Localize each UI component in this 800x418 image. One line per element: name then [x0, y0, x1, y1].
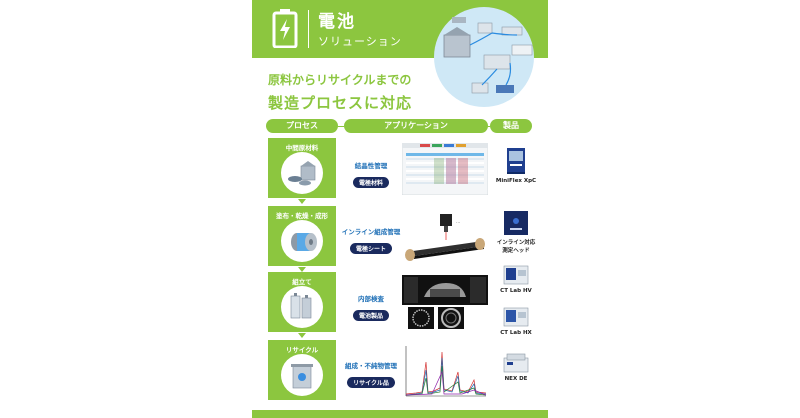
application-label: インライン組成管理 電極シート [336, 226, 406, 255]
process-illustration [281, 286, 323, 328]
xrf-analyzer-icon [503, 353, 529, 373]
headline-line-2: 製造プロセスに対応 [268, 94, 413, 112]
process-step: 塗布・乾燥・成形 [268, 206, 336, 266]
battery-icon [272, 9, 298, 48]
product-item: インライン対応 測定ヘッド [488, 210, 544, 254]
application-title: 組成・不純物管理 [345, 362, 397, 370]
battery-cells-icon [290, 293, 312, 319]
product-item: CT Lab HV [488, 264, 544, 294]
product-item: CT Lab HX [488, 306, 544, 336]
flow-arrow [298, 267, 306, 272]
materials-icon [288, 161, 316, 186]
process-step: 中間原材料 [268, 138, 336, 198]
process-label: 中間原材料 [285, 144, 319, 152]
application-title: 内部検査 [358, 295, 384, 303]
product-item: MiniFlex XpC [488, 146, 544, 184]
process-label: リサイクル [285, 346, 319, 354]
process-label: 組立て [292, 278, 312, 286]
brochure-page: 電池 ソリューション 原料からリサイクルまでの 製造プロセスに対応 プロセス ア… [252, 0, 548, 418]
factory-illustration [434, 7, 534, 107]
diffractometer-icon [507, 148, 525, 174]
product-name: インライン対応 測定ヘッド [496, 240, 536, 254]
application-label: 組成・不純物管理 リサイクル品 [336, 360, 406, 389]
ct-scanner-icon [503, 265, 529, 285]
product-item: NEX DE [488, 352, 544, 382]
coating-roll-icon [291, 233, 317, 251]
process-label: 塗布・乾燥・成形 [276, 212, 328, 220]
column-header-process: プロセス [266, 119, 338, 133]
spectrum-plot-image [402, 342, 488, 402]
title-divider [308, 10, 309, 48]
inline-measurement-illustration: ⋯ [402, 212, 488, 264]
application-label: 内部検査 電池製品 [336, 293, 406, 322]
measurement-head-icon [504, 211, 528, 235]
headline: 原料からリサイクルまでの 製造プロセスに対応 [268, 71, 412, 113]
product-name: CT Lab HV [500, 288, 532, 294]
process-step: リサイクル [268, 340, 336, 400]
page-title: 電池 [318, 12, 356, 32]
column-connector [338, 126, 344, 127]
application-tag: 電極材料 [352, 177, 389, 188]
application-tag: リサイクル品 [347, 377, 395, 388]
recycle-bin-icon [291, 364, 313, 389]
process-illustration [281, 152, 323, 194]
svg-text:⋯: ⋯ [456, 220, 460, 225]
product-name: MiniFlex XpC [495, 178, 537, 184]
software-screenshot [402, 143, 488, 195]
flow-arrow [298, 333, 306, 338]
product-name: NEX DE [504, 376, 528, 382]
application-tag: 電池製品 [352, 310, 389, 321]
process-illustration [281, 354, 323, 396]
application-tag: 電極シート [349, 243, 392, 254]
process-step: 組立て [268, 272, 336, 332]
column-header-application: アプリケーション [344, 119, 488, 133]
flow-arrow [298, 199, 306, 204]
application-title: 結晶性管理 [354, 162, 388, 170]
application-title: インライン組成管理 [341, 228, 401, 236]
application-label: 結晶性管理 電極材料 [336, 160, 406, 189]
ct-scanner-icon [503, 307, 529, 327]
page-subtitle: ソリューション [318, 35, 402, 48]
column-header-product: 製品 [490, 119, 532, 133]
footer-band [252, 410, 548, 418]
column-connector [488, 126, 490, 127]
ct-scan-images [402, 275, 488, 331]
product-name: CT Lab HX [500, 330, 532, 336]
headline-line-1: 原料からリサイクルまでの [268, 73, 412, 87]
process-illustration [281, 220, 323, 262]
